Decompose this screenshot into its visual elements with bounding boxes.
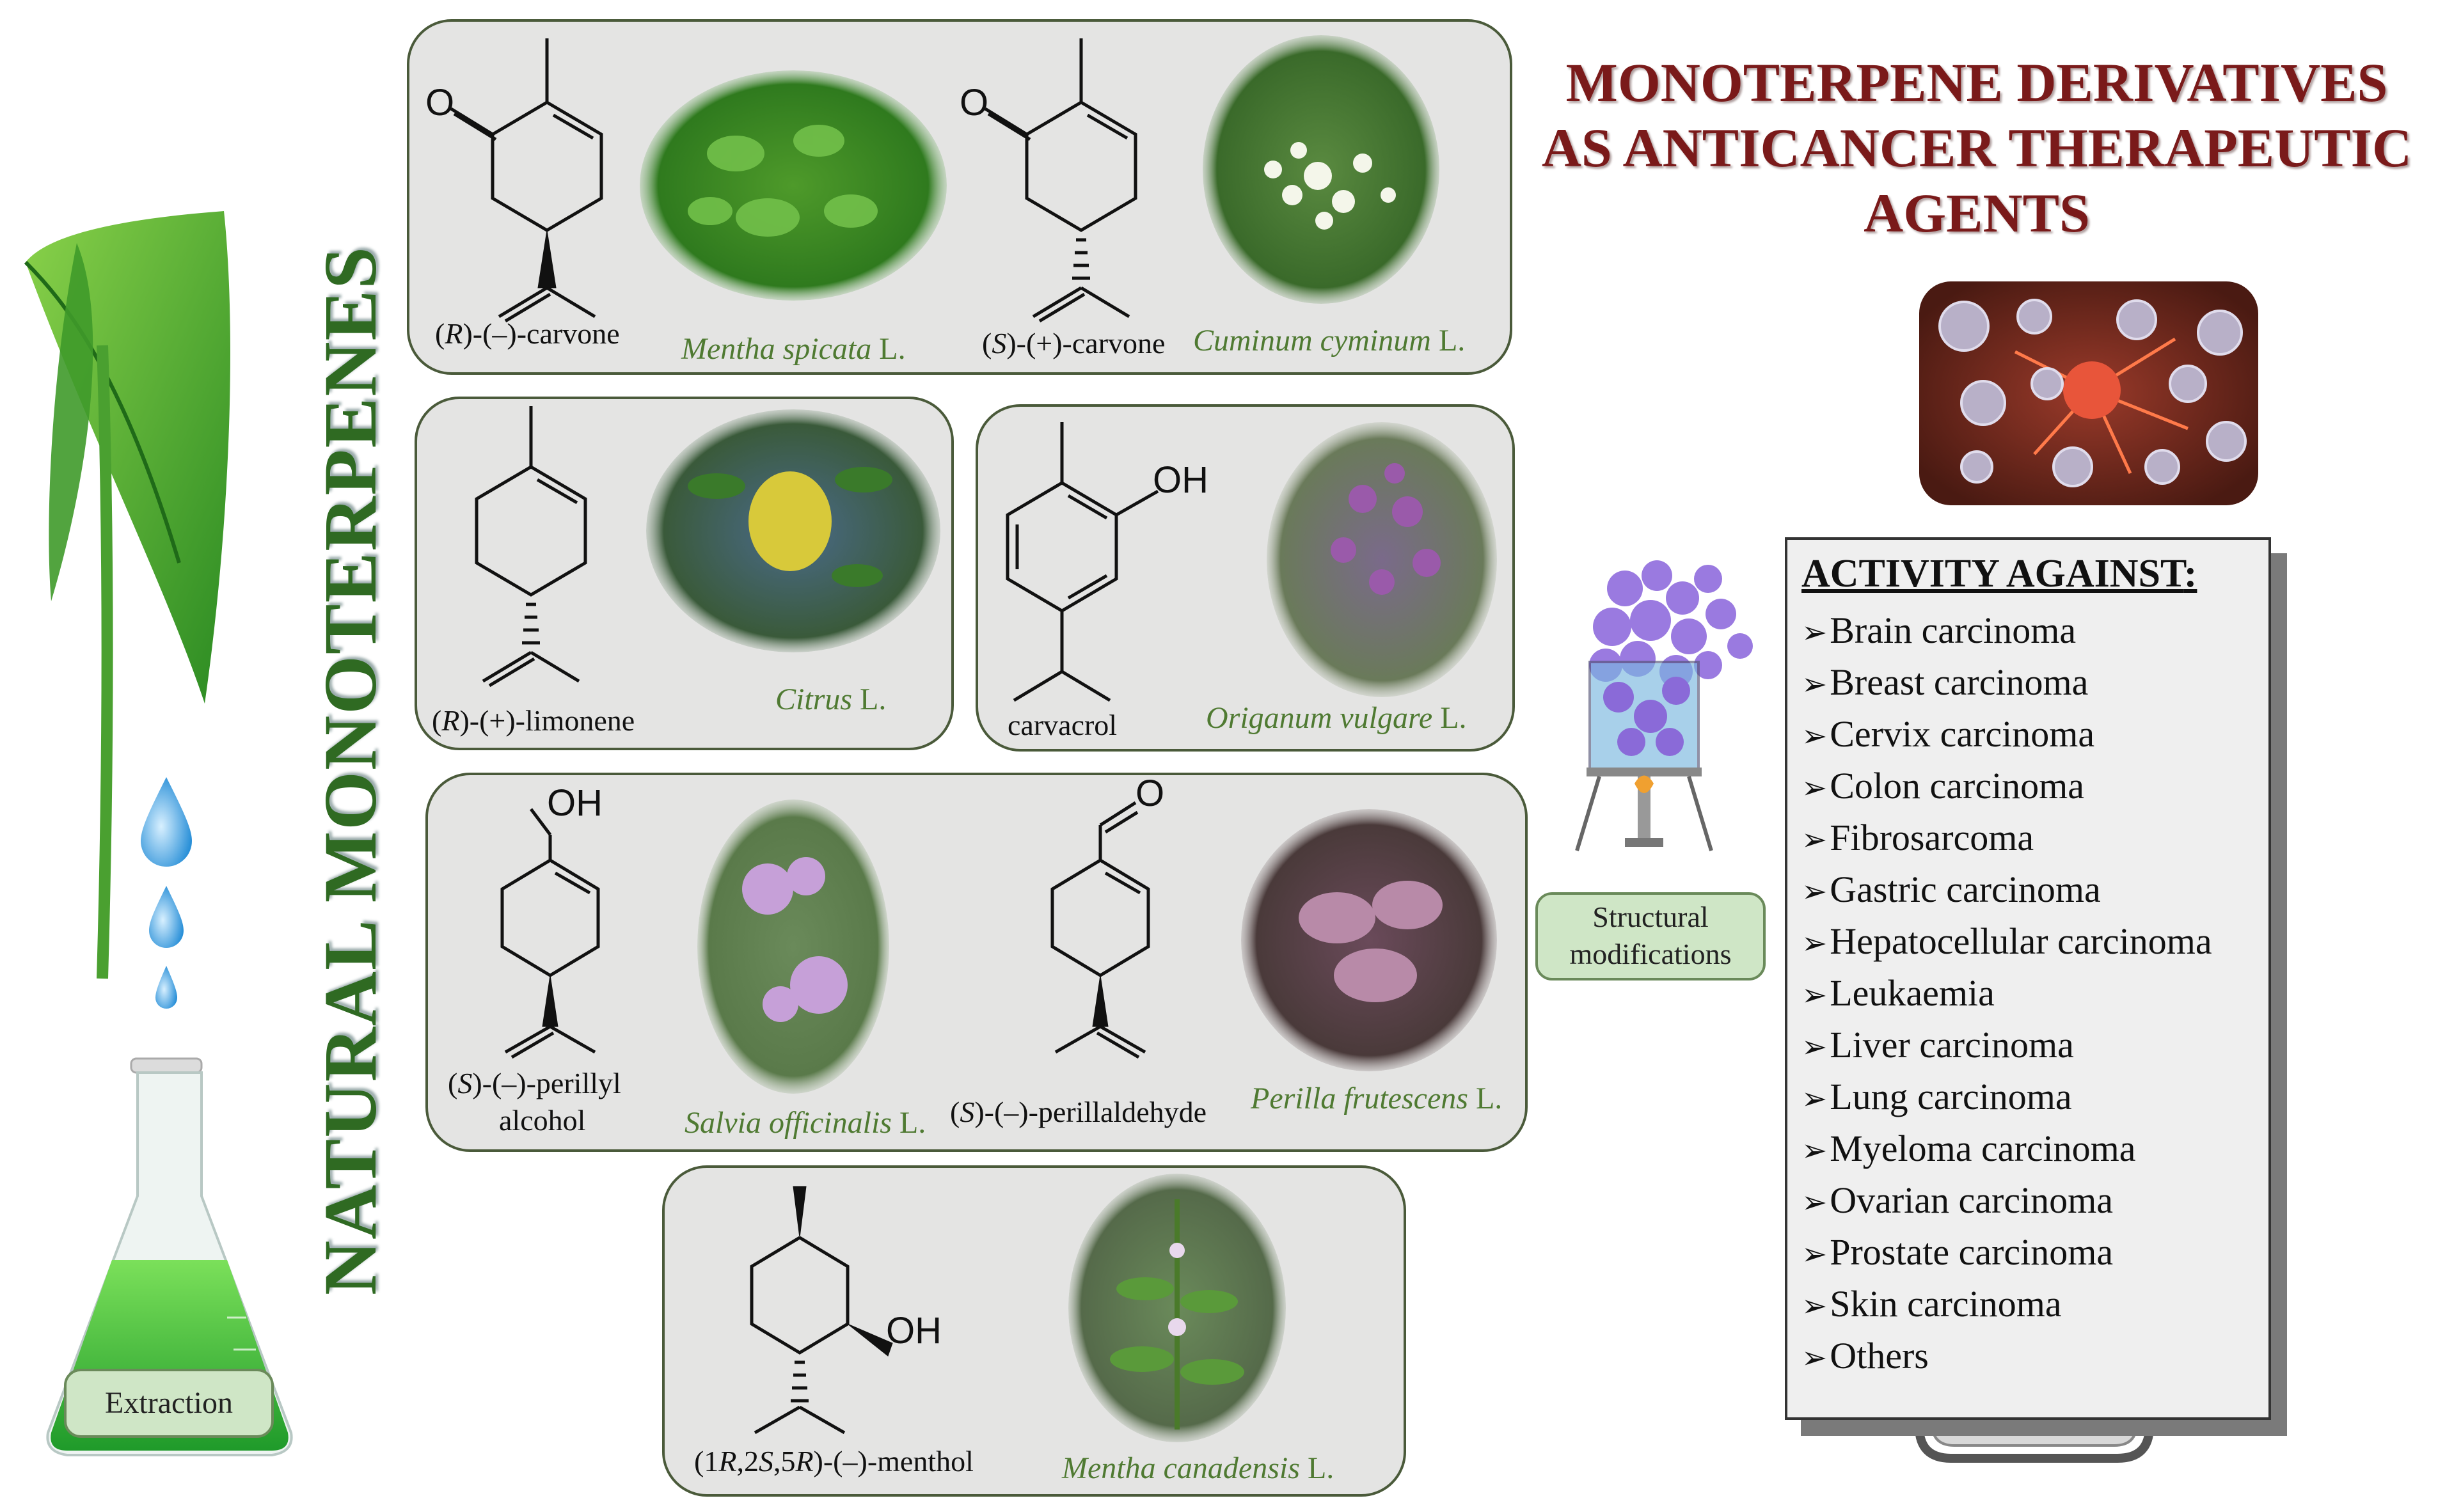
svg-text:OH: OH xyxy=(1153,459,1208,501)
origanum-vulgare-photo xyxy=(1267,422,1497,697)
mentha-canadensis-label: Mentha canadensis L. xyxy=(1062,1451,1334,1485)
title-line-1: MONOTERPENE DERIVATIVES xyxy=(1565,52,2388,113)
svg-text:O: O xyxy=(425,82,454,123)
activity-item: ➢Skin carcinoma xyxy=(1801,1283,2062,1325)
citrus-photo xyxy=(646,409,940,652)
activity-item: ➢Colon carcinoma xyxy=(1801,765,2085,807)
perillyl-alcohol-structure: OH xyxy=(500,782,603,1059)
s-carvone-structure: O xyxy=(960,38,1137,323)
svg-text:O: O xyxy=(960,82,988,123)
structural-modifications-label: Structural modifications xyxy=(1535,892,1766,980)
activity-heading: ACTIVITY AGAINST: xyxy=(1801,552,2197,595)
perillaldehyde-label: (S)-(–)-perillaldehyde xyxy=(950,1096,1207,1128)
activity-item: ➢Others xyxy=(1801,1335,1929,1376)
water-drop-icon xyxy=(141,777,192,1009)
salvia-officinalis-photo xyxy=(697,799,889,1094)
perillaldehyde-structure: O xyxy=(1050,773,1164,1059)
mentha-spicata-label: Mentha spicata L. xyxy=(681,332,906,366)
title-line-2: AS ANTICANCER THERAPEUTIC xyxy=(1541,117,2412,178)
origanum-vulgare-label: Origanum vulgare L. xyxy=(1206,701,1467,735)
menthol-label: (1R,2S,5R)-(–)-menthol xyxy=(694,1445,974,1477)
s-carvone-label: (S)-(+)-carvone xyxy=(982,327,1166,359)
activity-item: ➢Liver carcinoma xyxy=(1801,1024,2074,1066)
cancer-cell-icon xyxy=(1919,281,2258,505)
page-title: MONOTERPENE DERIVATIVES AS ANTICANCER TH… xyxy=(1529,50,2425,246)
activity-item: ➢Cervix carcinoma xyxy=(1801,713,2095,755)
beaker-icon xyxy=(1575,560,1753,851)
limonene-label: (R)-(+)-limonene xyxy=(432,704,635,737)
title-line-3: AGENTS xyxy=(1864,182,2090,244)
carvacrol-structure: OH xyxy=(1006,422,1208,702)
activity-item: ➢Ovarian carcinoma xyxy=(1801,1179,2114,1221)
salvia-officinalis-label: Salvia officinalis L. xyxy=(685,1106,926,1140)
leaf-icon xyxy=(24,211,230,979)
perilla-frutescens-label: Perilla frutescens L. xyxy=(1251,1082,1503,1115)
perilla-frutescens-photo xyxy=(1241,809,1497,1071)
activity-item: ➢Lung carcinoma xyxy=(1801,1076,2072,1117)
citrus-label: Citrus L. xyxy=(775,682,887,716)
activity-item: ➢Breast carcinoma xyxy=(1801,661,2089,703)
activity-item: ➢Brain carcinoma xyxy=(1801,610,2077,651)
svg-text:OH: OH xyxy=(547,782,603,824)
mentha-spicata-photo xyxy=(640,70,947,301)
activity-item: ➢Prostate carcinoma xyxy=(1801,1231,2114,1273)
cuminum-cyminum-photo xyxy=(1203,35,1439,304)
carvacrol-label: carvacrol xyxy=(1008,709,1118,741)
mentha-canadensis-photo xyxy=(1068,1174,1286,1442)
limonene-structure xyxy=(475,406,587,688)
activity-item: ➢Fibrosarcoma xyxy=(1801,817,2034,858)
svg-text:O: O xyxy=(1136,773,1164,814)
activity-item: ➢Gastric carcinoma xyxy=(1801,869,2101,910)
activity-list: ➢Brain carcinoma ➢Breast carcinoma ➢Cerv… xyxy=(1801,606,2254,1383)
r-carvone-label: (R)-(–)-carvone xyxy=(435,317,620,350)
menthol-structure: OH xyxy=(750,1186,942,1435)
side-title: NATURAL MONOTERPENES xyxy=(308,246,392,1295)
activity-item: ➢Leukaemia xyxy=(1801,972,1995,1014)
r-carvone-structure: O xyxy=(425,38,603,323)
activity-item: ➢Myeloma carcinoma xyxy=(1801,1128,2136,1169)
perillyl-alcohol-label: (S)-(–)-perillyl alcohol xyxy=(448,1067,621,1137)
activity-box: ACTIVITY AGAINST: ➢Brain carcinoma ➢Brea… xyxy=(1785,537,2271,1420)
extraction-label: Extraction xyxy=(64,1369,274,1438)
svg-text:OH: OH xyxy=(886,1310,942,1351)
cuminum-cyminum-label: Cuminum cyminum L. xyxy=(1193,324,1466,358)
activity-item: ➢Hepatocellular carcinoma xyxy=(1801,920,2212,962)
